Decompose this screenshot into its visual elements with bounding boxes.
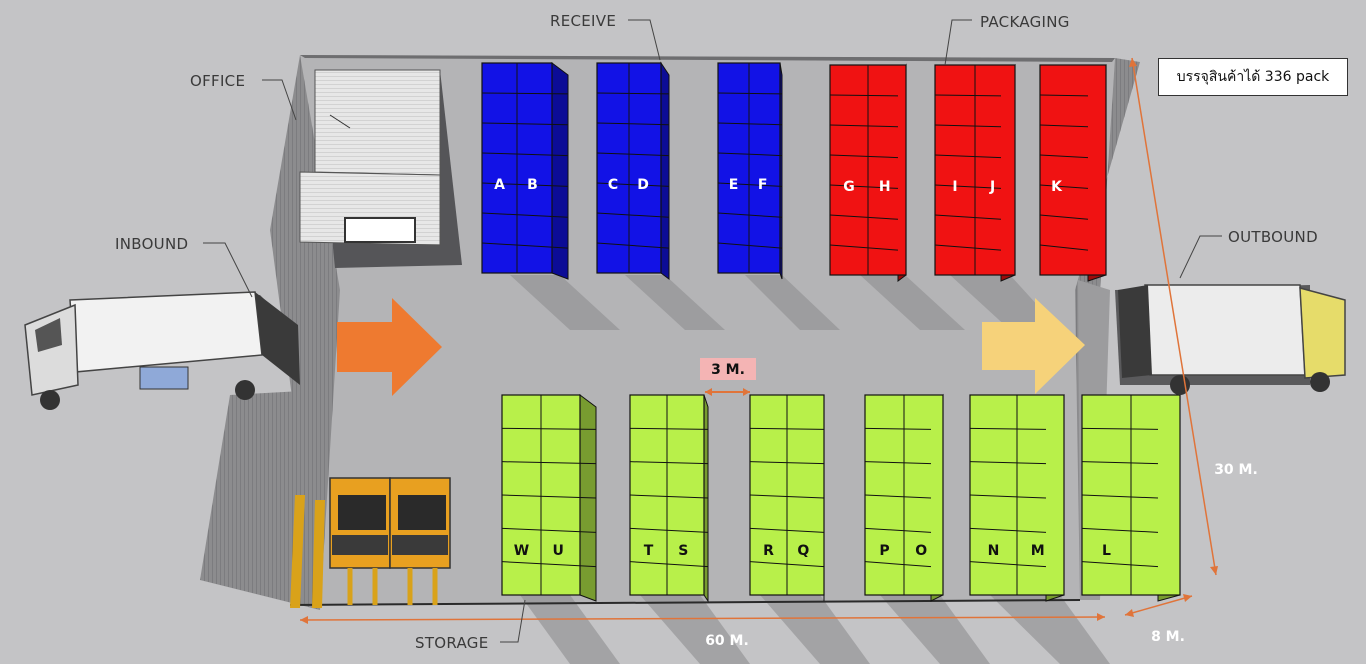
outbound-callout: OUTBOUND [1228,228,1318,246]
storage-rack-6: L [1081,394,1181,602]
storage-callout: STORAGE [415,634,489,652]
office-callout: OFFICE [190,72,245,90]
inbound-truck [24,291,300,410]
back-wall-top [300,55,1115,62]
rack-label: S [678,543,688,559]
rack-label: I [952,179,957,195]
rack-label: J [989,179,995,195]
length-dimension: 60 M. [705,633,749,649]
rack-label: C [608,177,618,193]
aisle-dimension: 3 M. [711,362,745,378]
rack-label: A [494,177,505,193]
forklift-1 [329,477,391,605]
rack-label: L [1102,543,1111,559]
length-dimension-line [299,616,1106,621]
dock-dimension-line [1124,595,1193,616]
outbound-truck [1115,284,1346,395]
rack-label: B [527,177,538,193]
rack-label: E [729,177,739,193]
packaging-callout: PACKAGING [980,13,1070,31]
rack-shadows [510,275,1110,664]
capacity-note: บรรจุสินค้าได้ 336 pack [1158,58,1348,96]
forklift-2 [389,477,451,605]
width-dimension: 30 M. [1214,462,1258,478]
aisle-label-bg [700,358,756,380]
rack-label: M [1031,543,1045,559]
rack-label: G [843,179,855,195]
dock-dimension: 8 M. [1151,629,1185,645]
rack-label: O [915,543,927,559]
rack-label: P [879,543,889,559]
rack-label: T [644,543,654,559]
office-building [299,69,462,268]
rack-label: H [879,179,891,195]
receive-callout: RECEIVE [550,12,616,30]
inbound-flow-arrow [337,298,442,396]
rack-label: D [637,177,649,193]
outbound-flow-arrow [982,298,1085,394]
inbound-callout: INBOUND [115,235,188,253]
rack-label: Q [797,543,809,559]
rack-label: N [988,543,1000,559]
packaging-rack-3: K [1039,64,1107,282]
rack-label: W [514,543,529,559]
rack-label: F [758,177,768,193]
front-left-wall [200,390,320,610]
rack-label: U [552,543,563,559]
rack-label: K [1051,179,1063,195]
forklifts [290,477,451,608]
floor-edge [289,599,1081,606]
width-dimension-line [1131,57,1217,576]
rack-label: R [763,543,774,559]
